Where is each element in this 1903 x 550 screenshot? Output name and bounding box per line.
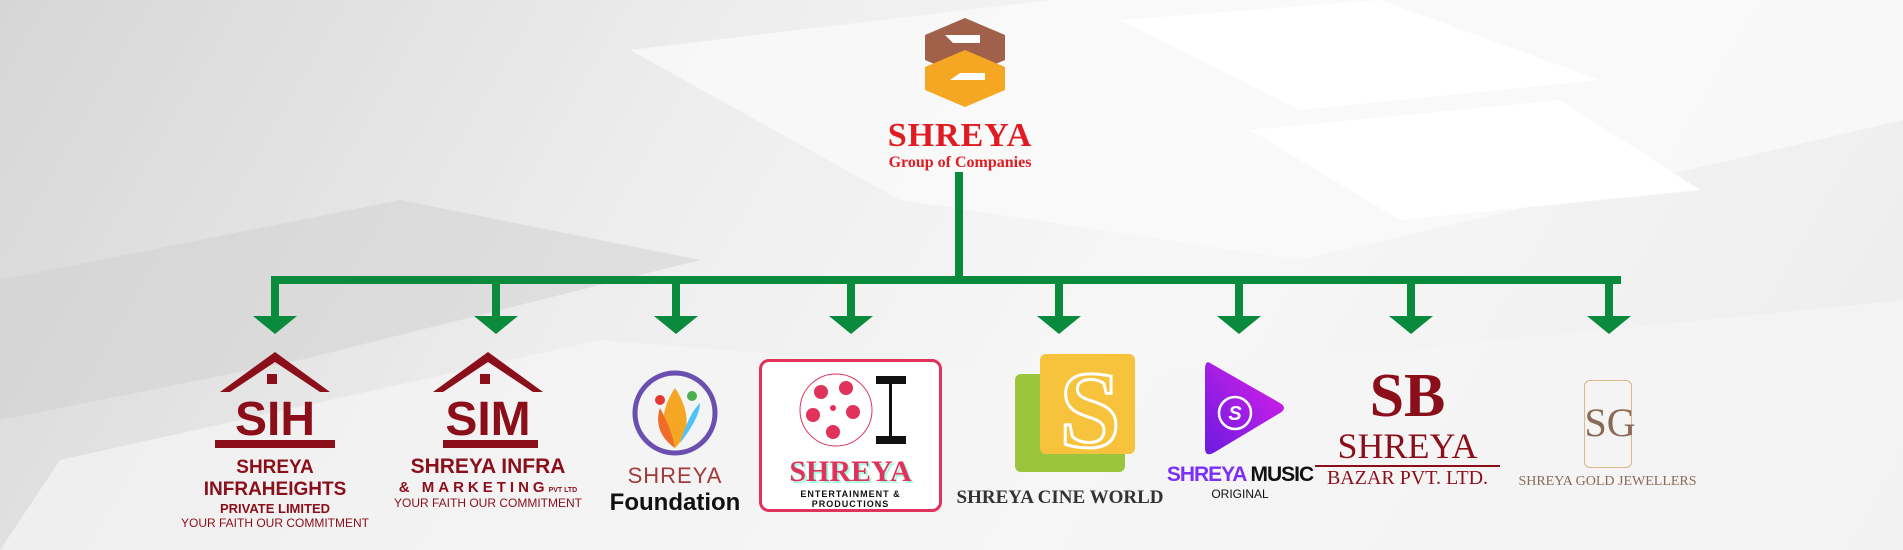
company-name: SHREYA INFRA: [410, 455, 566, 478]
svg-text:SIM: SIM: [445, 393, 530, 446]
company-shreya-foundation[interactable]: SHREYA Foundation: [600, 368, 750, 517]
play-music-icon: S: [1205, 362, 1284, 455]
down-arrow-icon: [1389, 284, 1433, 334]
company-shreya-music[interactable]: S SHREYA MUSIC ORIGINAL: [1165, 358, 1315, 501]
company-name: SHREYA INFRAHEIGHTS: [203, 457, 347, 500]
company-subtitle: & MARKETING: [398, 479, 549, 496]
parent-name: SHREYA: [887, 117, 1033, 154]
company-shreya-cine-world[interactable]: S SHREYA CINE WORLD: [955, 348, 1165, 509]
company-name: SHREYA: [1166, 463, 1247, 486]
company-name-b: MUSIC: [1250, 463, 1314, 486]
down-arrow-icon: [829, 284, 873, 334]
svg-text:S: S: [1228, 403, 1242, 425]
sg-monogram-icon: SG: [1583, 380, 1636, 468]
parent-title: SHREYA Group of Companies: [860, 118, 1060, 172]
company-name: SHREYA: [1315, 427, 1500, 467]
svg-text:S: S: [1059, 352, 1120, 471]
company-name: SHREYA: [789, 455, 912, 488]
company-suffix: PVT LTD: [548, 487, 578, 494]
down-arrow-icon: [1217, 284, 1261, 334]
film-reel-icon: [799, 373, 906, 447]
company-shreya-bazar[interactable]: SB SHREYA BAZAR PVT. LTD.: [1315, 365, 1500, 490]
down-arrow-icon: [654, 284, 698, 334]
house-logo-icon: SIH: [215, 352, 335, 448]
shreya-group-logo: [925, 18, 1005, 107]
company-shreya-entertainment[interactable]: SHREYA ENTERTAINMENT & PRODUCTIONS: [759, 359, 942, 512]
company-subtitle: ORIGINAL: [1211, 487, 1269, 501]
horizontal-bar: [271, 276, 1621, 284]
company-subtitle: Foundation: [609, 489, 741, 516]
company-name: SHREYA: [627, 463, 723, 488]
down-arrow-icon: [474, 284, 518, 334]
parent-subtitle: Group of Companies: [888, 154, 1032, 171]
company-subtitle: BAZAR PVT. LTD.: [1326, 467, 1489, 489]
trunk-line: [955, 172, 963, 280]
down-arrow-icon: [1587, 284, 1631, 334]
svg-text:SIH: SIH: [235, 393, 315, 446]
company-name: SHREYA CINE WORLD: [956, 487, 1164, 508]
company-name: SHREYA GOLD JEWELLERS: [1518, 474, 1697, 489]
company-subtitle: PRIVATE LIMITED: [219, 501, 331, 516]
company-tagline: YOUR FAITH OUR COMMITMENT: [394, 496, 582, 510]
company-tagline: YOUR FAITH OUR COMMITMENT: [181, 516, 369, 530]
down-arrow-icon: [1037, 284, 1081, 334]
foundation-logo-icon: [632, 370, 718, 456]
sb-monogram-icon: SB: [1369, 362, 1446, 430]
down-arrow-icon: [253, 284, 297, 334]
company-shreya-infra-marketing[interactable]: SIM SHREYA INFRA & MARKETINGPVT LTD YOUR…: [388, 350, 588, 510]
film-strip-s-icon: S: [1015, 348, 1135, 473]
house-logo-icon: SIM: [433, 352, 543, 448]
company-subtitle: ENTERTAINMENT & PRODUCTIONS: [800, 489, 901, 509]
company-shreya-gold-jewellers[interactable]: SG SHREYA GOLD JEWELLERS: [1510, 380, 1705, 490]
company-shreya-infraheights[interactable]: SIH SHREYA INFRAHEIGHTS PRIVATE LIMITED …: [170, 350, 380, 530]
